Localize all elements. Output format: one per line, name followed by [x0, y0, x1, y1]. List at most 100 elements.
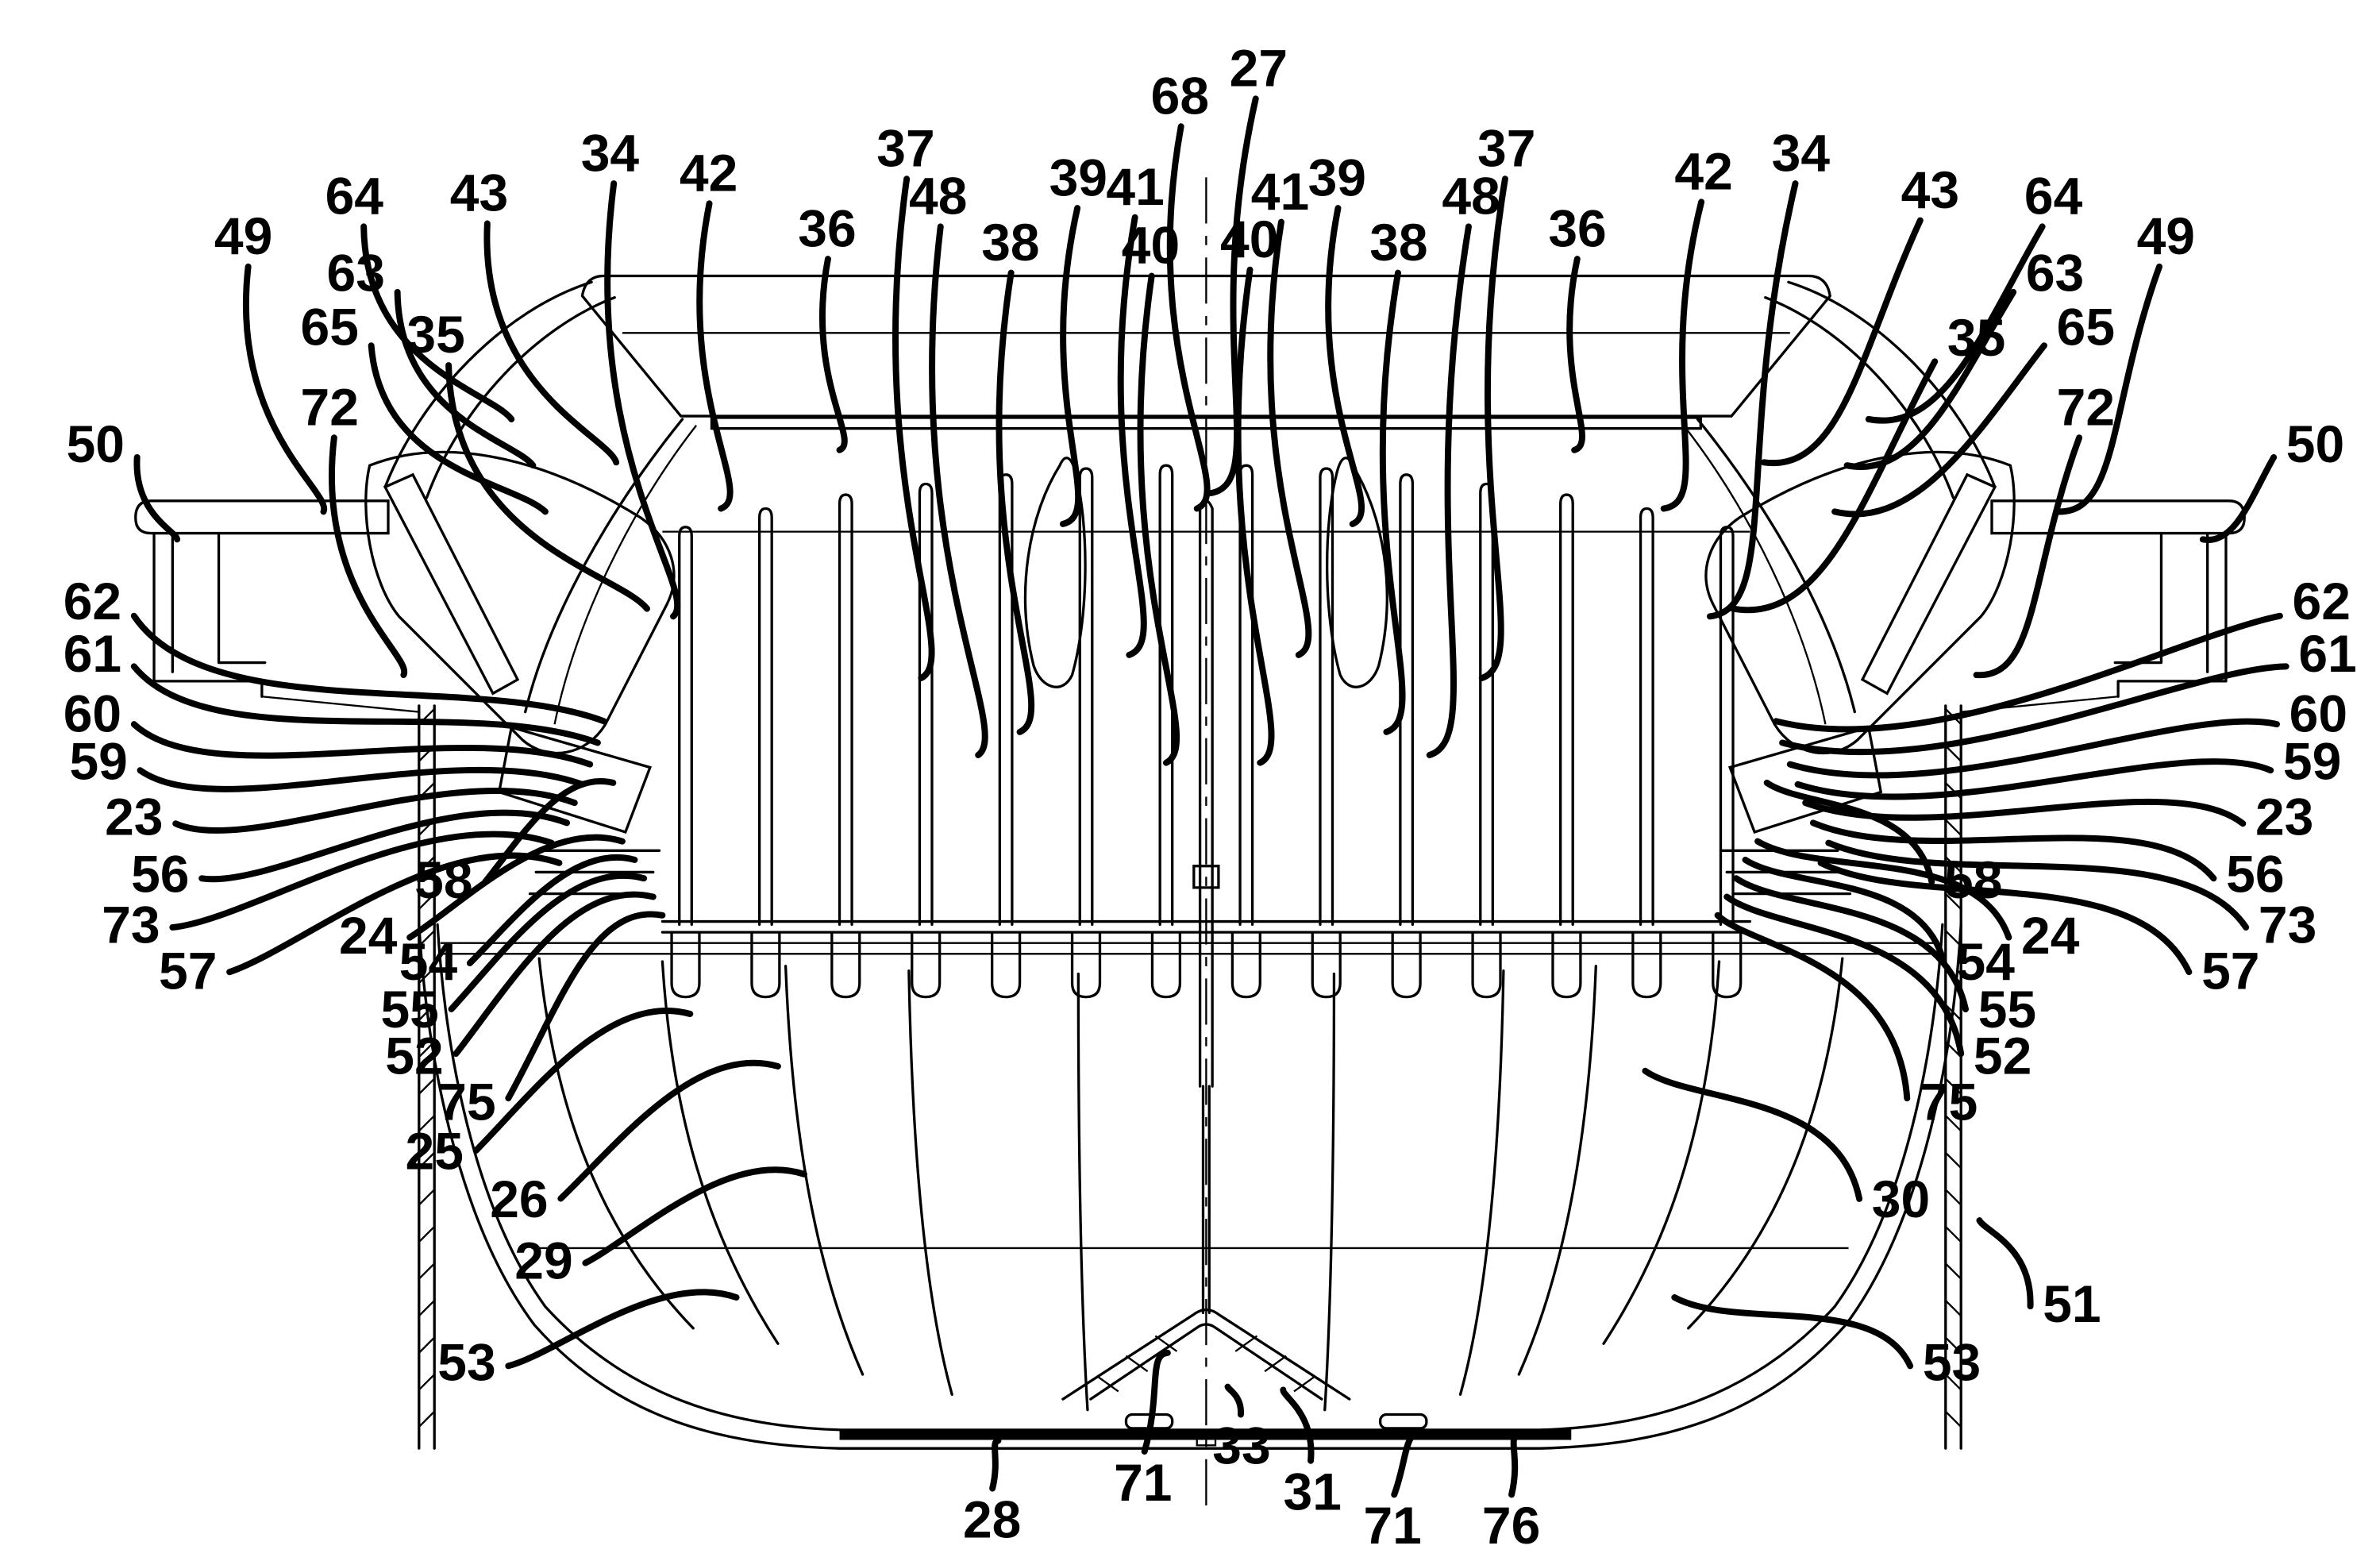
leader-line-68-17 — [1166, 123, 1211, 512]
leader-line-55-65 — [1732, 875, 1969, 1012]
ref-label-72-4: 72 — [301, 377, 359, 436]
ref-label-71-72: 71 — [1114, 1453, 1172, 1512]
flange-left — [134, 499, 419, 713]
ref-label-41-15: 41 — [1106, 157, 1164, 216]
leader-line-60-38 — [130, 721, 594, 768]
ref-label-57-61: 57 — [2201, 942, 2259, 1000]
leader-line-36-9 — [818, 256, 848, 453]
leader-line-71-75 — [1391, 1429, 1424, 1498]
ref-label-43-28: 43 — [1901, 160, 1959, 219]
leader-line-73-42 — [169, 831, 555, 931]
leader-line-39-14 — [1059, 205, 1082, 527]
leader-line-73-60 — [1825, 839, 2250, 931]
leader-line-43-6 — [483, 220, 620, 466]
ref-label-39-14: 39 — [1049, 148, 1107, 206]
ref-label-36-25: 36 — [1548, 198, 1606, 257]
leader-line-48-12 — [929, 223, 988, 758]
ref-label-28-71: 28 — [963, 1490, 1021, 1548]
ref-label-65-3: 65 — [301, 298, 359, 357]
ref-label-49-0: 49 — [214, 206, 272, 265]
ref-label-75-67: 75 — [1920, 1073, 1978, 1131]
leader-line-59-57 — [1794, 758, 2274, 800]
ref-label-40-16: 40 — [1122, 216, 1180, 275]
leader-line-75-67 — [1714, 912, 1911, 1102]
ref-label-60-56: 60 — [2289, 684, 2347, 743]
bottom-peak — [1061, 1308, 1351, 1401]
ref-label-60-38: 60 — [64, 684, 121, 743]
leader-line-53-53 — [505, 1289, 740, 1370]
ref-label-59-39: 59 — [69, 732, 127, 791]
leader-line-76-76 — [1508, 1432, 1521, 1498]
ref-label-54-64: 54 — [1957, 932, 2016, 991]
leader-line-48-23 — [1426, 223, 1472, 758]
bowl-ribs — [537, 957, 1844, 1412]
leader-line-57-43 — [226, 852, 563, 976]
ref-label-39-21: 39 — [1308, 148, 1366, 206]
ref-label-52-66: 52 — [1974, 1026, 2031, 1085]
ref-label-35-31: 35 — [1947, 308, 2005, 367]
leader-line-62-36 — [130, 612, 607, 725]
leader-line-42-26 — [1660, 198, 1705, 512]
ref-label-48-23: 48 — [1442, 167, 1500, 225]
ref-label-34-27: 34 — [1772, 123, 1831, 182]
leader-line-28-71 — [989, 1437, 1002, 1492]
ref-label-24-63: 24 — [2021, 906, 2080, 965]
leader-line-54-46 — [466, 854, 638, 966]
ref-label-38-13: 38 — [981, 213, 1039, 272]
leader-line-53-70 — [1671, 1294, 1914, 1370]
ref-label-36-9: 36 — [798, 198, 856, 257]
leader-line-63-30 — [1843, 288, 2017, 470]
leader-line-38-22 — [1379, 269, 1406, 735]
ref-label-42-8: 42 — [680, 143, 737, 202]
ref-label-58-62: 58 — [1944, 850, 2002, 909]
side-wall-left — [418, 704, 436, 1450]
ref-label-71-75: 71 — [1363, 1496, 1421, 1555]
ref-label-38-22: 38 — [1369, 213, 1427, 272]
leader-line-61-55 — [1779, 663, 2289, 756]
ref-label-42-26: 42 — [1674, 142, 1732, 201]
leader-line-37-11 — [892, 175, 935, 681]
ref-label-50-5: 50 — [67, 414, 125, 473]
leader-line-64-1 — [360, 223, 515, 422]
ref-label-72-33: 72 — [2057, 377, 2115, 436]
leader-line-64-29 — [1865, 223, 2046, 424]
ref-label-64-29: 64 — [2024, 167, 2083, 225]
ref-label-68-17: 68 — [1151, 66, 1209, 125]
leader-line-41-20 — [1267, 218, 1312, 658]
slat-rail — [660, 919, 1752, 934]
leader-line-41-15 — [1117, 214, 1147, 658]
dome-shoulder-right — [1682, 280, 1997, 725]
leader-line-49-34 — [2053, 263, 2162, 515]
leader-line-43-28 — [1760, 217, 1924, 467]
slats — [660, 464, 1752, 999]
leader-line-56-41 — [198, 809, 571, 883]
ref-label-53-70: 53 — [1923, 1333, 1981, 1392]
leader-line-51-69 — [1976, 1217, 2034, 1310]
leader-line-52-48 — [453, 891, 657, 1058]
ref-label-37-24: 37 — [1477, 118, 1535, 177]
leader-line-60-56 — [1786, 718, 2280, 779]
leader-line-30-68 — [1642, 1067, 1863, 1202]
leader-line-54-64 — [1742, 856, 1947, 966]
ref-label-57-43: 57 — [159, 942, 217, 1000]
ref-label-34-7: 34 — [581, 123, 640, 182]
bowl — [418, 923, 1962, 1450]
ref-label-30-68: 30 — [1872, 1170, 1930, 1228]
wing-left — [364, 450, 676, 755]
ref-label-55-65: 55 — [1978, 980, 2036, 1039]
leader-line-50-5 — [133, 453, 181, 543]
leader-line-63-2 — [394, 288, 537, 469]
leader-line-59-39 — [137, 766, 586, 792]
leader-line-50-35 — [2199, 453, 2278, 543]
leader-line-72-4 — [329, 434, 408, 679]
ref-label-49-34: 49 — [2137, 206, 2195, 265]
ref-label-59-57: 59 — [2283, 732, 2341, 791]
ref-label-63-2: 63 — [327, 244, 385, 303]
ref-label-37-11: 37 — [876, 118, 934, 177]
ref-label-55-47: 55 — [380, 980, 438, 1039]
wing-right — [1704, 450, 2016, 755]
leader-line-49-0 — [243, 263, 328, 515]
ref-label-51-69: 51 — [2043, 1274, 2101, 1333]
